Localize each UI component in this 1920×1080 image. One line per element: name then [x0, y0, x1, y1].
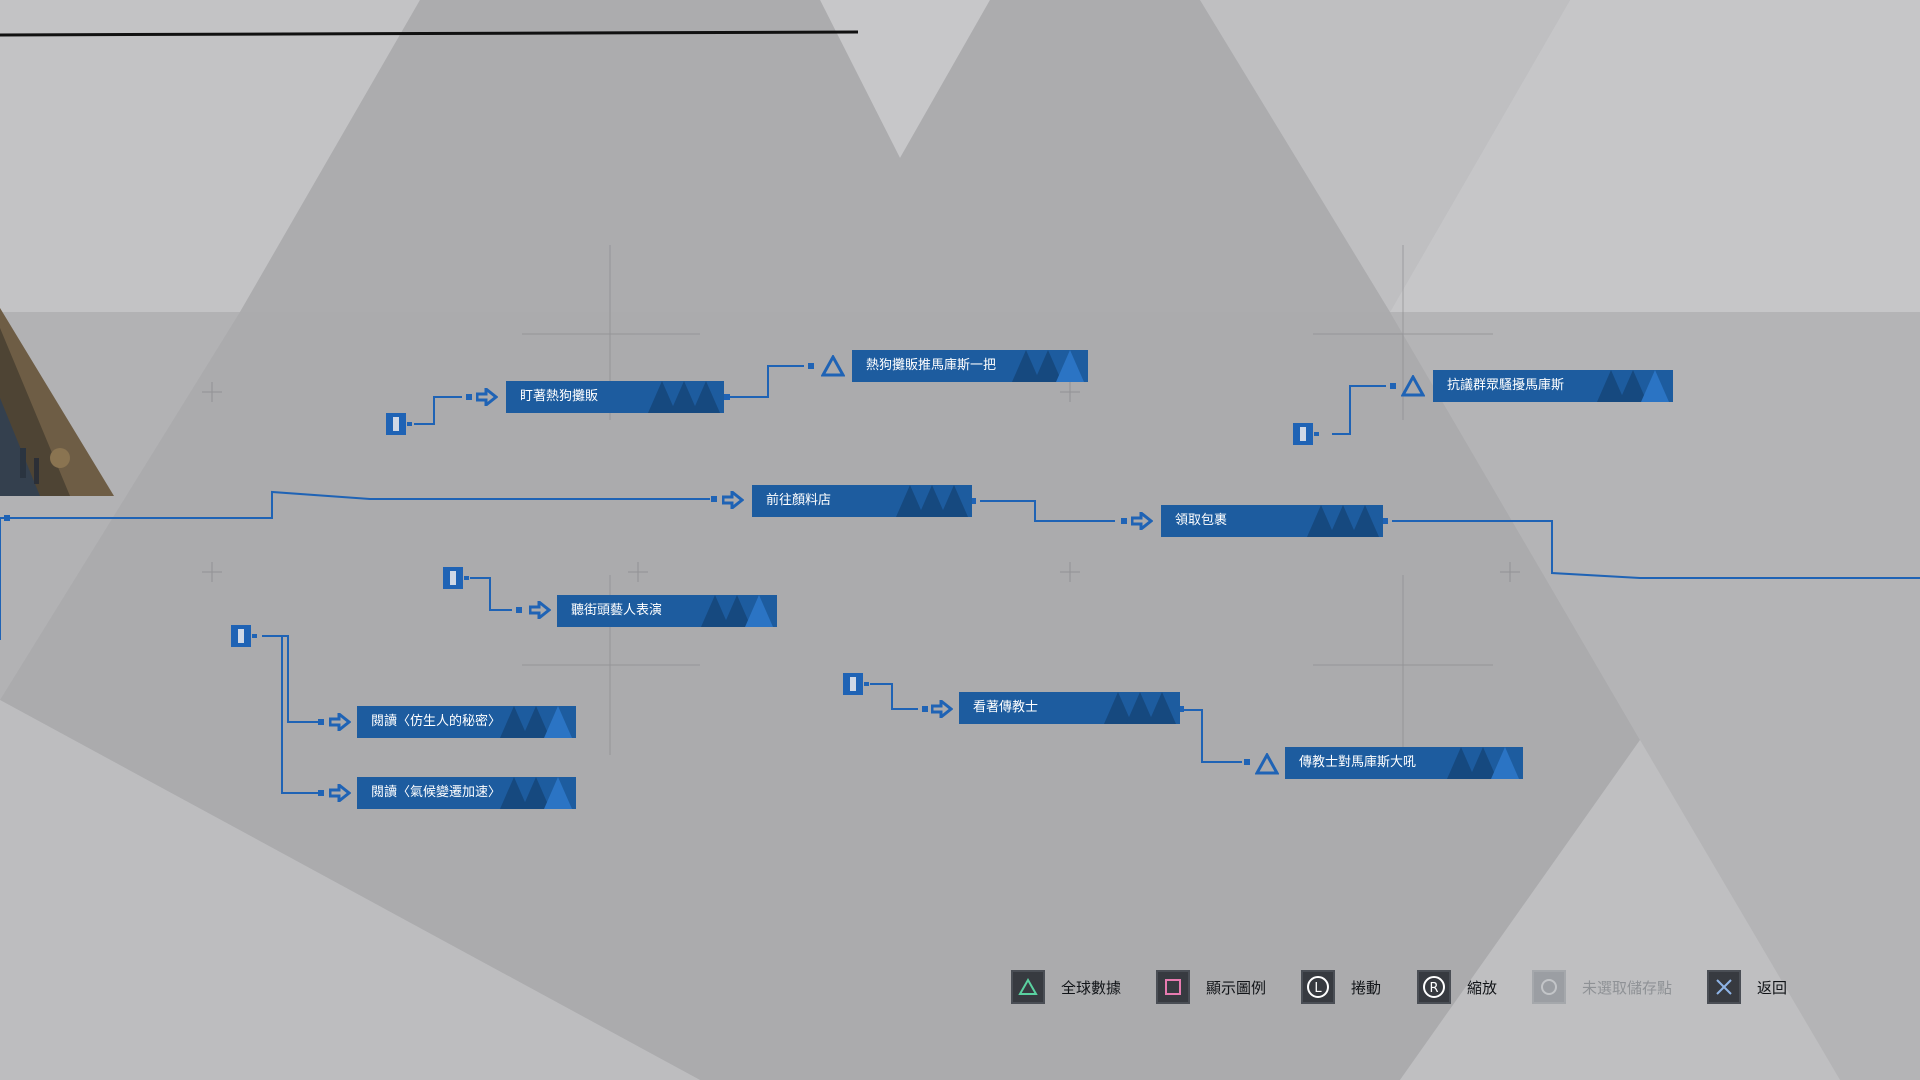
legend-label: 捲動 [1351, 978, 1382, 997]
arrow-icon [329, 784, 351, 802]
chapter-thumbnail [0, 308, 114, 496]
node-label: 閱讀〈仿生人的秘密〉 [371, 714, 502, 729]
arrow-icon [329, 713, 351, 731]
left-stick-button-icon: L [1301, 970, 1335, 1004]
node-label: 傳教士對馬庫斯大吼 [1299, 755, 1417, 770]
start-marker-icon[interactable] [230, 624, 258, 648]
square-button-icon [1156, 970, 1190, 1004]
node-label: 前往顏料店 [766, 493, 832, 508]
node-stripe-decoration [500, 706, 572, 738]
legend-label: 顯示圖例 [1206, 978, 1267, 997]
node-stripe-decoration [1307, 505, 1379, 537]
triangle-icon [1401, 375, 1425, 397]
node-label: 看著傳教士 [973, 700, 1039, 715]
legend-back[interactable]: 返回 [1707, 968, 1787, 1006]
node-label: 領取包裹 [1175, 513, 1228, 528]
legend-label: 縮放 [1467, 978, 1498, 997]
node-stripe-decoration [500, 777, 572, 809]
cross-button-icon [1707, 970, 1741, 1004]
legend-global-data[interactable]: 全球數據 [1011, 968, 1121, 1006]
node-label: 聽街頭藝人表演 [571, 603, 663, 618]
node-stripe-decoration [1447, 747, 1519, 779]
node-stripe-decoration [648, 381, 720, 413]
node-read-climate[interactable]: 閱讀〈氣候變遷加速〉 [357, 777, 576, 809]
node-stripe-decoration [896, 485, 968, 517]
arrow-icon [1131, 512, 1153, 530]
arrow-icon [722, 491, 744, 509]
node-listen-busker[interactable]: 聽街頭藝人表演 [557, 595, 777, 627]
node-preacher-yell[interactable]: 傳教士對馬庫斯大吼 [1285, 747, 1523, 779]
legend-label: 未選取儲存點 [1582, 978, 1673, 997]
start-marker-icon[interactable] [442, 566, 470, 590]
legend-zoom[interactable]: R 縮放 [1417, 968, 1497, 1006]
node-label: 抗議群眾騷擾馬庫斯 [1447, 378, 1565, 393]
legend-show-legend[interactable]: 顯示圖例 [1156, 968, 1266, 1006]
right-stick-button-icon: R [1417, 970, 1451, 1004]
node-hotdog-push[interactable]: 熱狗攤販推馬庫斯一把 [852, 350, 1088, 382]
node-stripe-decoration [701, 595, 773, 627]
node-stripe-decoration [1012, 350, 1084, 382]
node-label: 熱狗攤販推馬庫斯一把 [866, 358, 997, 373]
legend-scroll[interactable]: L 捲動 [1301, 968, 1381, 1006]
node-stripe-decoration [1104, 692, 1176, 724]
arrow-icon [931, 700, 953, 718]
node-protest-harass[interactable]: 抗議群眾騷擾馬庫斯 [1433, 370, 1673, 402]
node-stare-hotdog[interactable]: 盯著熱狗攤販 [506, 381, 724, 413]
start-marker-icon[interactable] [842, 672, 870, 696]
node-go-paint-store[interactable]: 前往顏料店 [752, 485, 972, 517]
svg-text:R: R [1429, 981, 1438, 996]
node-read-android-secret[interactable]: 閱讀〈仿生人的秘密〉 [357, 706, 576, 738]
arrow-icon [529, 601, 551, 619]
legend-label: 全球數據 [1061, 978, 1122, 997]
node-stripe-decoration [1597, 370, 1669, 402]
arrow-icon [476, 388, 498, 406]
start-marker-icon[interactable] [385, 412, 413, 436]
start-marker-icon[interactable] [1292, 422, 1320, 446]
legend-no-savepoint: 未選取儲存點 [1532, 968, 1672, 1006]
triangle-button-icon [1011, 970, 1045, 1004]
node-watch-preacher[interactable]: 看著傳教士 [959, 692, 1180, 724]
circle-button-icon [1532, 970, 1566, 1004]
node-get-package[interactable]: 領取包裹 [1161, 505, 1383, 537]
legend-label: 返回 [1757, 978, 1788, 997]
node-label: 閱讀〈氣候變遷加速〉 [371, 785, 502, 800]
svg-text:L: L [1314, 981, 1322, 996]
triangle-icon [821, 355, 845, 377]
triangle-icon [1255, 753, 1279, 775]
node-label: 盯著熱狗攤販 [520, 389, 599, 404]
